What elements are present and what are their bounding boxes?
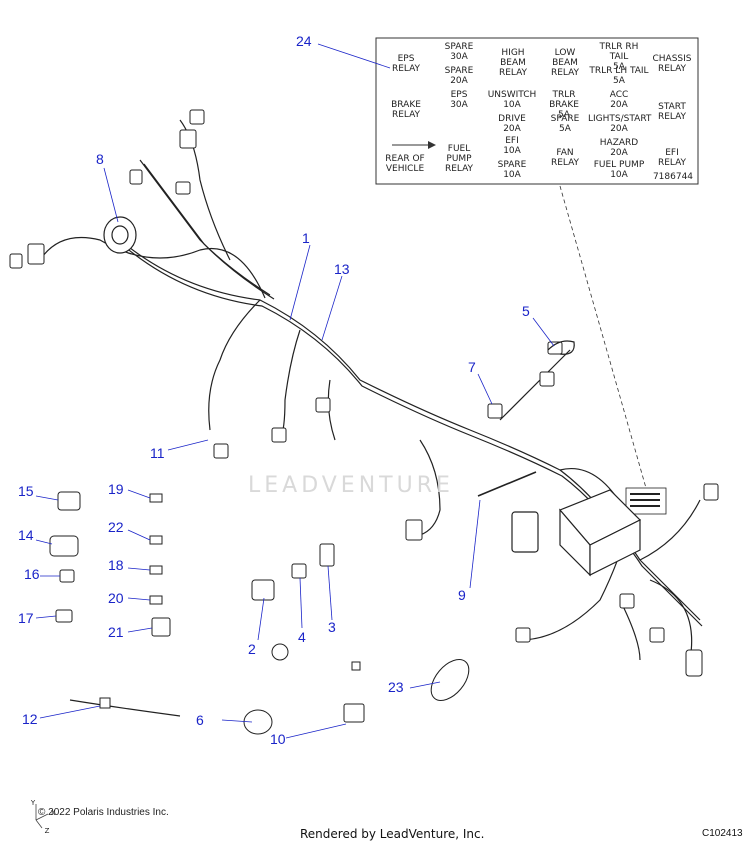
diagram-code: C102413	[702, 828, 743, 839]
callout-5[interactable]: 5	[522, 303, 530, 319]
watermark: LEADVENTURE	[248, 473, 454, 498]
axis-z-label: Z	[44, 827, 50, 835]
callout-8[interactable]: 8	[96, 151, 104, 167]
part-12-strap	[69, 699, 181, 717]
fuse-label-part-number: 7186744	[652, 172, 694, 182]
part-3-bracket	[319, 543, 335, 567]
harness-connectors	[9, 109, 719, 677]
fuse-decal-leader	[559, 185, 647, 489]
part-20-terminal	[149, 595, 163, 605]
small-clip	[351, 661, 361, 671]
callout-15[interactable]: 15	[18, 483, 34, 499]
copyright: © 2022 Polaris Industries Inc.	[38, 807, 169, 818]
main-wiring-harness	[39, 119, 703, 661]
part-8-horn	[103, 216, 137, 254]
callout-11[interactable]: 11	[150, 445, 165, 461]
callout-13[interactable]: 13	[334, 261, 350, 277]
callout-20[interactable]: 20	[108, 590, 124, 606]
part-2-cap	[251, 579, 275, 601]
callout-23[interactable]: 23	[388, 679, 404, 695]
callout-19[interactable]: 19	[108, 481, 124, 497]
leader-lines	[35, 43, 555, 739]
part-15-connector	[57, 491, 81, 511]
part-16-connector	[59, 569, 75, 583]
part-23-grommet	[430, 659, 470, 701]
part-5-harness	[547, 340, 575, 355]
part-21-relay	[151, 617, 171, 637]
callout-7[interactable]: 7	[468, 359, 476, 375]
fuse-box-panel	[375, 37, 699, 185]
callout-4[interactable]: 4	[298, 629, 306, 645]
axis-x-label: X	[50, 809, 56, 817]
part-22-terminal	[149, 535, 163, 545]
part-14-connector	[49, 535, 79, 557]
small-parts	[49, 491, 470, 735]
part-4-connector	[291, 563, 307, 579]
callout-6[interactable]: 6	[196, 712, 204, 728]
callout-2[interactable]: 2	[248, 641, 256, 657]
part-18-terminal	[149, 565, 163, 575]
fuse-box-module	[511, 489, 642, 577]
callout-3[interactable]: 3	[328, 619, 336, 635]
callout-22[interactable]: 22	[108, 519, 124, 535]
part-6-clamp	[243, 709, 273, 735]
part-4-clip	[271, 643, 289, 661]
axis-indicator	[35, 804, 49, 829]
rendered-by: Rendered by LeadVenture, Inc.	[300, 827, 485, 841]
callout-14[interactable]: 14	[18, 527, 34, 543]
part-19-terminal	[149, 493, 163, 503]
callout-12[interactable]: 12	[22, 711, 38, 727]
callout-24[interactable]: 24	[296, 33, 312, 49]
callout-18[interactable]: 18	[108, 557, 124, 573]
callout-1[interactable]: 1	[302, 230, 310, 246]
callout-17[interactable]: 17	[18, 610, 34, 626]
part-17-connector	[55, 609, 73, 623]
part-9-tie	[477, 471, 537, 497]
axis-y-label: Y	[30, 799, 36, 807]
part-10-clip	[343, 703, 365, 723]
callout-10[interactable]: 10	[270, 731, 286, 747]
callout-21[interactable]: 21	[108, 624, 124, 640]
callout-16[interactable]: 16	[24, 566, 40, 582]
callout-9[interactable]: 9	[458, 587, 466, 603]
